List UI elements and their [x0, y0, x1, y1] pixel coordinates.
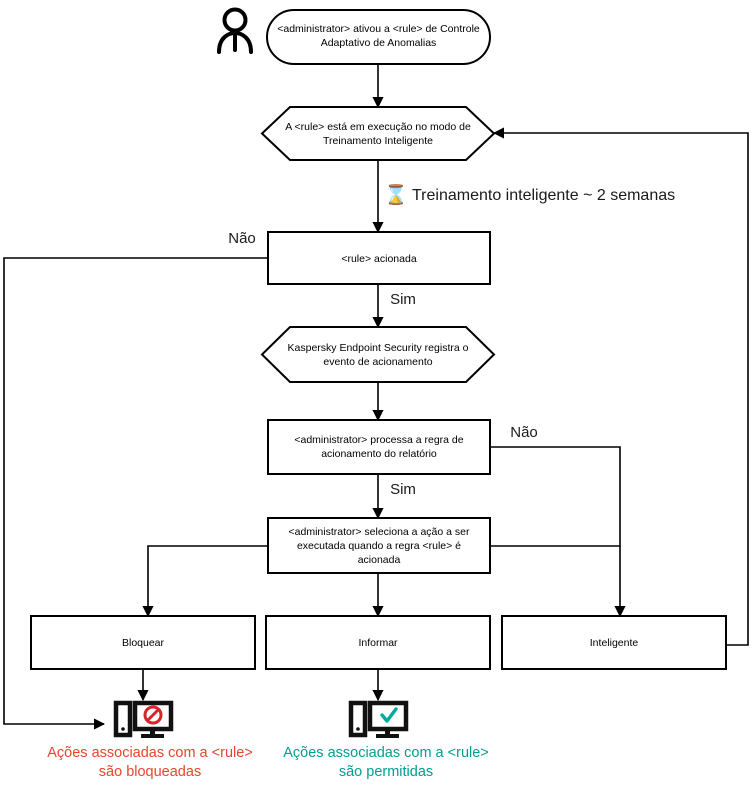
edge-select-to-block: [142, 545, 268, 618]
node-start-line2: Adaptativo de Anomalias: [321, 37, 437, 49]
edge-label-yes-admin-processes: Sim: [390, 481, 416, 498]
monitor-blocked-icon: [113, 700, 174, 738]
node-kes-logs-line1: Kaspersky Endpoint Security registra o: [288, 342, 469, 354]
node-start: <administrator> ativou a <rule> de Contr…: [266, 9, 491, 65]
node-inform: Informar: [265, 615, 491, 670]
monitor-allowed-icon: [348, 700, 409, 738]
node-admin-selects-line2: executada quando a regra <rule> é: [297, 540, 461, 552]
node-kes-logs: Kaspersky Endpoint Security registra o e…: [260, 326, 496, 383]
node-admin-processes-line2: acionamento do relatório: [321, 448, 437, 460]
edge-no-admin-processes: [490, 446, 626, 618]
node-admin-selects-line3: acionada: [358, 554, 401, 566]
node-training-mode-line1: A <rule> está em execução no modo de: [285, 121, 471, 133]
edge-smart-loop-to-training: [492, 127, 749, 646]
node-rule-triggered-label: <rule> acionada: [341, 253, 416, 265]
node-training-mode: A <rule> está em execução no modo de Tre…: [260, 106, 496, 161]
outcome-allowed-line1: Ações associadas com a <rule>: [283, 745, 489, 761]
hourglass-icon: ⌛: [384, 183, 408, 206]
node-inform-label: Informar: [358, 637, 398, 649]
edge-no-rule-triggered-loop: [3, 257, 268, 730]
outcome-blocked-line2: são bloqueadas: [99, 764, 201, 780]
node-rule-triggered: <rule> acionada: [267, 231, 491, 285]
outcome-blocked-line1: Ações associadas com a <rule>: [47, 745, 253, 761]
note-training-duration: ⌛ Treinamento inteligente ~ 2 semanas: [384, 183, 675, 206]
outcome-allowed-text: Ações associadas com a <rule> são permit…: [283, 745, 489, 780]
node-smart-label: Inteligente: [590, 637, 639, 649]
node-admin-processes: <administrator> processa a regra de acio…: [267, 419, 491, 475]
outcome-allowed-line2: são permitidas: [339, 764, 433, 780]
person-icon: [217, 7, 253, 54]
node-kes-logs-line2: evento de acionamento: [323, 356, 432, 368]
node-smart: Inteligente: [501, 615, 727, 670]
node-admin-selects-line1: <administrator> seleciona a ação a ser: [289, 526, 470, 538]
node-block: Bloquear: [30, 615, 256, 670]
node-admin-processes-line1: <administrator> processa a regra de: [294, 434, 463, 446]
edge-label-no-admin-processes: Não: [510, 424, 538, 441]
node-admin-selects-action: <administrator> seleciona a ação a ser e…: [267, 517, 491, 574]
node-block-label: Bloquear: [122, 637, 165, 649]
edge-label-yes-rule-triggered: Sim: [390, 291, 416, 308]
node-start-line1: <administrator> ativou a <rule> de Contr…: [277, 23, 480, 35]
edge-label-no-rule-triggered: Não: [228, 230, 256, 247]
outcome-blocked-text: Ações associadas com a <rule> são bloque…: [47, 745, 253, 780]
node-training-mode-line2: Treinamento Inteligente: [323, 135, 433, 147]
note-training-duration-text: Treinamento inteligente ~ 2 semanas: [412, 187, 675, 204]
